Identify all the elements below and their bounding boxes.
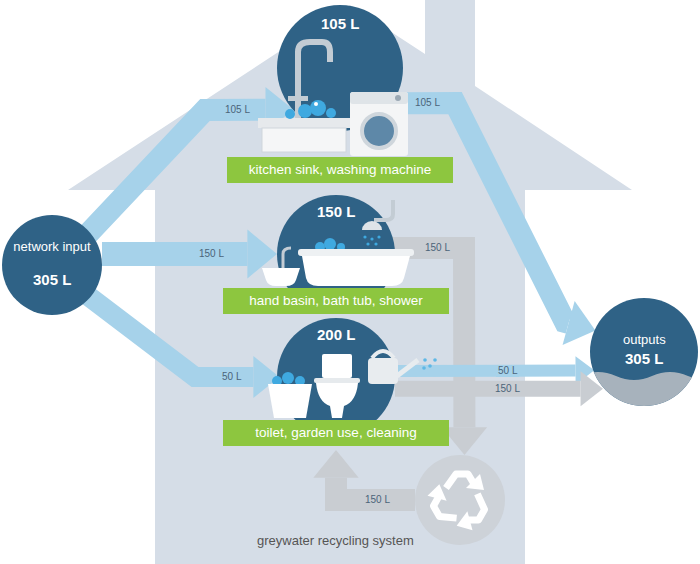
machine-door	[362, 114, 396, 148]
toilet-tank	[322, 354, 352, 378]
bubble	[282, 372, 294, 384]
flow-label: 150 L	[363, 494, 392, 506]
shower-icon	[362, 200, 393, 246]
flow-label: 150 L	[423, 242, 452, 254]
toilet-seat	[314, 378, 360, 383]
outputs-circle: outputs 305 L	[590, 298, 698, 406]
tub-body	[302, 256, 410, 286]
toilet-icon	[314, 354, 360, 418]
bubble	[310, 100, 326, 116]
bubble	[315, 242, 325, 252]
machine-body	[350, 92, 408, 156]
node-label: outputs	[623, 332, 666, 348]
flow-label: 50 L	[496, 365, 519, 377]
volume-label: 150 L	[317, 203, 355, 221]
machine-knob	[395, 95, 401, 101]
toilet-usage-circle: 200 Ltoilet, garden use, cleaning	[277, 318, 395, 436]
bucket	[268, 384, 312, 418]
flow-label: 50 L	[220, 371, 243, 383]
can-handle	[372, 351, 394, 358]
flow-shaft	[391, 248, 464, 427]
toilet-bowl	[316, 383, 358, 418]
hand-basin-icon	[262, 248, 300, 286]
machine-panel	[350, 92, 408, 104]
drop	[374, 242, 377, 245]
drop	[370, 237, 373, 240]
greywater-recycler-circle: greywater recycling system	[415, 455, 505, 545]
output-water	[580, 372, 700, 420]
arrow-head	[247, 230, 277, 279]
flow-label: 105 L	[223, 104, 252, 116]
volume-label: 105 L	[321, 15, 359, 33]
usage-band-label: hand basin, bath tub, shower	[223, 288, 449, 314]
drop	[428, 364, 432, 368]
usage-band-label: kitchen sink, washing machine	[227, 157, 453, 183]
can-spout	[397, 360, 418, 376]
flow-label: 150 L	[493, 383, 522, 395]
tub-rim	[298, 249, 414, 256]
flow-arrow	[313, 450, 415, 500]
usage-band-label: toilet, garden use, cleaning	[223, 420, 449, 446]
bubble	[324, 238, 336, 250]
shower-head	[362, 221, 382, 230]
volume-label: 305 L	[625, 350, 663, 368]
counter	[258, 118, 350, 128]
drop	[366, 242, 369, 245]
bubble	[326, 108, 336, 118]
flow-shaft	[395, 364, 576, 377]
arrow-head	[313, 450, 358, 478]
basin-bowl	[262, 268, 300, 286]
arrow-head	[253, 356, 279, 398]
bubble	[285, 109, 295, 119]
flow-label: 150 L	[197, 248, 226, 260]
bubble	[314, 102, 318, 106]
drop	[423, 358, 427, 362]
arrow-head	[563, 301, 596, 345]
recycle-symbol	[425, 474, 489, 534]
basin	[262, 128, 346, 152]
watering-can-icon	[368, 351, 437, 384]
bubble	[337, 243, 345, 251]
flow-arrow	[395, 356, 594, 384]
node-label: greywater recycling system	[257, 533, 414, 549]
faucet-handle	[288, 96, 308, 101]
shower-pipe	[374, 200, 393, 220]
drop	[433, 358, 437, 362]
faucet	[298, 42, 330, 118]
flow-label: 105 L	[413, 97, 442, 109]
bathroom-usage-circle: 150 Lhand basin, bath tub, shower	[277, 195, 395, 313]
drop	[377, 235, 380, 238]
sink-icon	[258, 42, 350, 152]
bubble	[272, 376, 282, 386]
volume-label: 200 L	[317, 326, 355, 344]
flow-shaft	[395, 381, 581, 397]
drop	[363, 235, 366, 238]
flow-shaft	[102, 242, 247, 266]
basin-tap	[283, 248, 291, 268]
drop	[422, 366, 426, 370]
network-input-circle: network input 305 L	[2, 215, 102, 315]
node-label: network input	[12, 239, 92, 254]
washing-machine-icon	[350, 92, 408, 156]
bucket-icon	[268, 372, 312, 418]
bubble	[295, 376, 305, 386]
flow-arrow	[102, 230, 277, 279]
bubble	[298, 104, 312, 118]
recycle-arrow	[446, 474, 484, 490]
house-shape	[68, 0, 632, 564]
volume-label: 305 L	[33, 271, 71, 289]
kitchen-usage-circle: 105 Lkitchen sink, washing machine	[277, 5, 403, 131]
bathtub-icon	[298, 238, 414, 286]
can-body	[368, 358, 398, 384]
